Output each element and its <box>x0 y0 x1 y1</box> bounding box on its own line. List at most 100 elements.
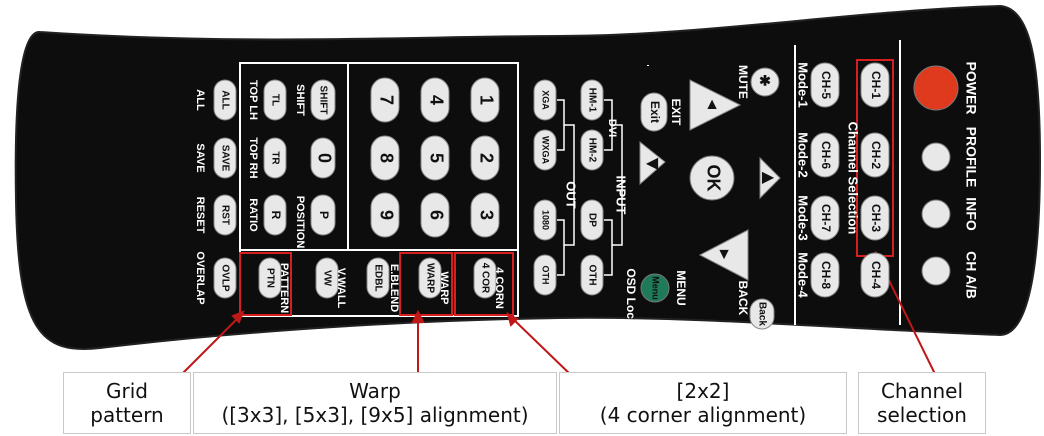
exit-button[interactable]: Exit <box>640 92 668 132</box>
number-button-6[interactable]: 6 <box>420 192 450 238</box>
p-button[interactable]: P <box>310 194 336 236</box>
number-button-8[interactable]: 8 <box>370 135 400 181</box>
ratio-label: RATIO <box>247 198 259 232</box>
channel-button-6[interactable]: CH-6 <box>810 132 840 178</box>
info-button[interactable] <box>921 199 951 229</box>
mute-label: MUTE <box>736 65 750 99</box>
up-arrow-button[interactable] <box>689 79 742 131</box>
func-button-5-label: PTN <box>264 268 275 288</box>
ch-ab-label: CH A/B <box>963 251 979 299</box>
number-button-5[interactable]: 5 <box>420 135 450 181</box>
left-button-2[interactable]: SAVE <box>213 137 237 179</box>
func-button-1[interactable]: 4 COR <box>473 257 497 299</box>
left-arrow-button[interactable] <box>639 140 666 186</box>
left-button-4[interactable]: OVLP <box>213 257 237 299</box>
channel-button-3-label: CH-3 <box>869 204 883 232</box>
input-label: INPUT <box>614 176 629 215</box>
input-button-2[interactable]: HM-2 <box>580 129 604 171</box>
func-label-3: E.BLEND <box>388 264 400 312</box>
left-label-2: SAVE <box>194 143 206 172</box>
func-button-3[interactable]: EDBL <box>366 257 390 299</box>
power-button[interactable] <box>913 65 959 111</box>
left-button-4-label: OVLP <box>219 264 230 292</box>
exit-label: EXIT <box>669 99 683 126</box>
zero-button-label: 0 <box>314 153 334 163</box>
func-button-2[interactable]: WARP <box>418 257 442 299</box>
menu-button-label: Menu <box>651 276 661 300</box>
top-lh-label: TOP LH <box>247 80 259 120</box>
channel-button-7[interactable]: CH-7 <box>810 195 840 241</box>
func-button-5[interactable]: PTN <box>258 257 282 299</box>
ok-button[interactable] <box>689 155 735 201</box>
func-label-5: PATTERN <box>278 263 290 313</box>
number-button-1[interactable]: 1 <box>470 77 500 123</box>
corner-highlight <box>454 252 514 316</box>
number-button-7[interactable]: 7 <box>370 77 400 123</box>
profile-button[interactable] <box>921 142 951 172</box>
channel-button-5[interactable]: CH-5 <box>810 62 840 108</box>
left-button-1-label: ALL <box>219 90 230 109</box>
callout-warp: Warp ([3x3], [5x3], [9x5] alignment) <box>193 372 557 434</box>
panel-lines <box>239 40 901 325</box>
out-button-3[interactable]: 1080 <box>533 199 557 241</box>
number-button-9[interactable]: 9 <box>370 192 400 238</box>
func-label-2: WARP <box>438 272 450 305</box>
number-button-2[interactable]: 2 <box>470 135 500 181</box>
left-button-1[interactable]: ALL <box>213 79 237 121</box>
input-button-4[interactable]: OTH <box>580 254 604 296</box>
callout-grid-line2: pattern <box>90 403 164 427</box>
number-button-2-label: 2 <box>476 153 496 163</box>
tl-button[interactable]: TL <box>263 79 287 121</box>
top-rh-label: TOP RH <box>247 137 259 178</box>
zero-button[interactable]: 0 <box>310 137 336 179</box>
number-button-3[interactable]: 3 <box>470 192 500 238</box>
input-button-3[interactable]: DP <box>580 199 604 241</box>
remote-body <box>14 4 1042 350</box>
left-button-3[interactable]: RST <box>213 194 237 236</box>
input-button-2-label: HM-2 <box>586 138 597 163</box>
left-label-1: ALL <box>194 89 206 111</box>
callout-warp-line2: ([3x3], [5x3], [9x5] alignment) <box>221 403 529 427</box>
channel-button-1[interactable]: CH-1 <box>860 62 890 108</box>
back-button[interactable]: Back <box>749 298 775 330</box>
left-arrow-icon: ◀ <box>646 155 659 172</box>
number-button-1-label: 1 <box>476 95 496 105</box>
input-button-1[interactable]: HM-1 <box>580 79 604 121</box>
out-button-4-label: OTH <box>541 266 551 285</box>
func-button-3-label: EDBL <box>372 264 383 291</box>
tl-button-label: TL <box>269 94 280 106</box>
mute-button[interactable] <box>750 67 780 97</box>
channel-button-8[interactable]: CH-8 <box>810 252 840 298</box>
out-button-2[interactable]: WXGA <box>533 129 557 171</box>
callout-warp-line1: Warp <box>349 379 401 403</box>
ch-ab-button[interactable] <box>921 256 951 286</box>
r-button[interactable]: R <box>263 194 287 236</box>
channel-button-4[interactable]: CH-4 <box>860 252 890 298</box>
out-button-4[interactable]: OTH <box>533 254 557 296</box>
number-button-4-label: 4 <box>426 95 446 105</box>
channel-button-2-label: CH-2 <box>869 141 883 169</box>
shift-label: SHIFT <box>294 84 306 116</box>
mode-label-4: Mode-4 <box>796 252 811 298</box>
func-button-4-label: VW <box>321 270 332 287</box>
mute-icon: ✱ <box>759 73 771 89</box>
down-arrow-button[interactable] <box>698 229 749 281</box>
mode-label-1: Mode-1 <box>796 62 811 108</box>
shift-button[interactable]: SHIFT <box>310 79 336 121</box>
highlight-boxes <box>239 59 894 316</box>
func-label-1: 4 CORN <box>493 267 505 309</box>
up-arrow-icon: ▲ <box>704 96 720 113</box>
info-label: INFO <box>963 197 979 231</box>
tr-button[interactable]: TR <box>263 137 287 179</box>
exit-button-label: Exit <box>648 101 662 123</box>
out-button-1[interactable]: XGA <box>533 79 557 121</box>
menu-button[interactable] <box>640 273 670 303</box>
out-button-3-label: 1080 <box>541 210 551 230</box>
channel-button-3[interactable]: CH-3 <box>860 195 890 241</box>
func-button-4[interactable]: VW <box>315 257 339 299</box>
right-arrow-button[interactable] <box>759 156 781 200</box>
number-button-9-label: 9 <box>376 210 396 220</box>
number-button-4[interactable]: 4 <box>420 77 450 123</box>
channel-button-2[interactable]: CH-2 <box>860 132 890 178</box>
